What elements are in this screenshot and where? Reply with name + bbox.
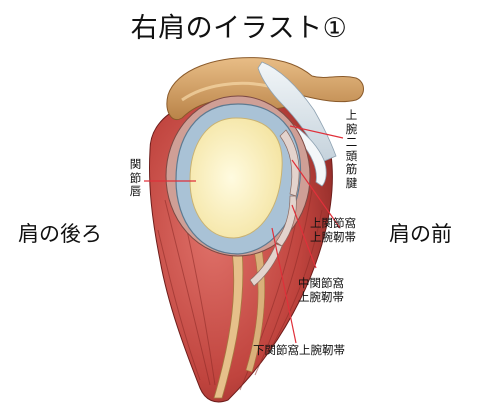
- label-biceps-tendon: 上腕二頭筋腱: [345, 108, 358, 190]
- glenoid-cartilage: [189, 117, 283, 239]
- leader-biceps: [289, 125, 344, 139]
- leader-inf-ligament: [271, 227, 297, 344]
- inferior-glenohumeral-ligament: [249, 243, 283, 287]
- label-middle-glenohumeral-ligament: 中関節窩 上腕靭帯: [298, 276, 344, 304]
- leader-sup-ligament: [291, 159, 341, 229]
- label-mid-line2: 上腕靭帯: [298, 289, 344, 304]
- label-superior-glenohumeral-ligament: 上関節窩 上腕靭帯: [310, 216, 356, 244]
- label-mid-line1: 中関節窩: [298, 276, 344, 290]
- label-shoulder-front: 肩の前: [389, 222, 452, 246]
- scapula-lateral-border: [213, 249, 244, 399]
- acromion: [166, 57, 364, 120]
- label-inferior-glenohumeral-ligament: 下関節窩上腕靭帯: [253, 343, 345, 357]
- label-shoulder-back: 肩の後ろ: [18, 222, 102, 246]
- label-sup-line2: 上腕靭帯: [310, 229, 356, 244]
- superior-glenohumeral-ligament: [279, 129, 300, 197]
- label-labrum: 関節唇: [129, 157, 142, 198]
- leader-mid-ligament: [291, 204, 317, 269]
- page-title: 右肩のイラスト①: [130, 13, 348, 44]
- label-sup-line1: 上関節窩: [310, 216, 356, 230]
